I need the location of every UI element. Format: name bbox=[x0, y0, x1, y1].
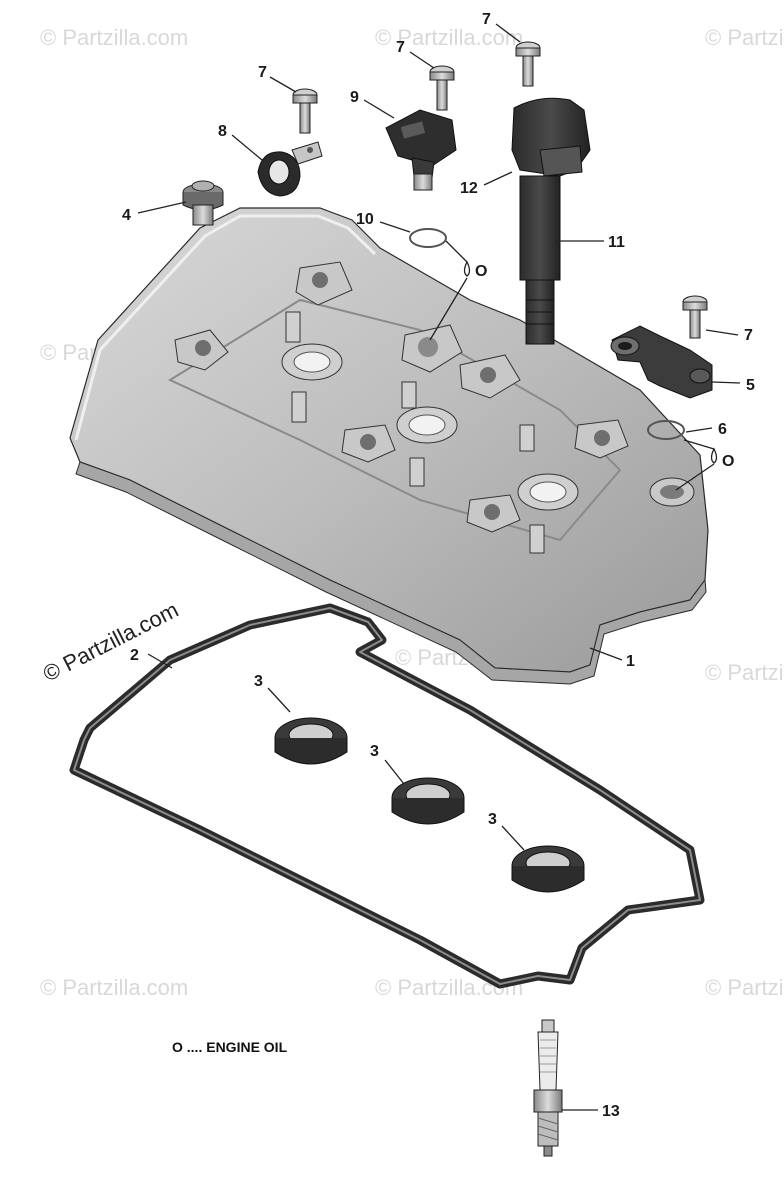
camshaft-position-sensor bbox=[385, 109, 457, 191]
ignition-coil bbox=[511, 97, 591, 345]
o-ring bbox=[409, 228, 447, 248]
watermark-text: © Partzilla.com bbox=[705, 25, 784, 50]
callout-2: 2 bbox=[130, 647, 139, 664]
callout-5: 5 bbox=[746, 377, 755, 394]
watermark-text: © Partzilla.com bbox=[375, 25, 523, 50]
callout-3: 3 bbox=[488, 811, 497, 828]
spark-plug-tube-seals bbox=[274, 717, 585, 893]
callout-3: 3 bbox=[370, 743, 379, 760]
callout-9: 9 bbox=[350, 89, 359, 106]
callout-7: 7 bbox=[396, 39, 405, 56]
screw bbox=[682, 295, 708, 339]
callout-6: 6 bbox=[718, 421, 727, 438]
tube-seal bbox=[511, 845, 585, 893]
callout-1: 1 bbox=[626, 653, 635, 670]
valve-cover bbox=[69, 207, 709, 685]
o-ring bbox=[647, 420, 685, 440]
callout-12: 12 bbox=[460, 180, 478, 197]
oil-drop-icon: O bbox=[710, 447, 734, 470]
screw bbox=[515, 41, 541, 87]
leader-lines bbox=[137, 23, 741, 1111]
outlet-fitting bbox=[610, 325, 713, 399]
watermark-text: © Partzilla.com bbox=[40, 25, 188, 50]
callout-13: 13 bbox=[602, 1103, 620, 1120]
screw bbox=[292, 88, 318, 134]
watermark-text: © Partzilla.com bbox=[705, 975, 784, 1000]
callout-11: 11 bbox=[608, 234, 625, 251]
tube-seal bbox=[391, 777, 465, 825]
oil-drop-icon: O bbox=[463, 260, 487, 280]
cover-plug bbox=[182, 180, 224, 226]
callout-8: 8 bbox=[218, 123, 227, 140]
oil-symbol: O bbox=[475, 263, 487, 280]
cable-clamp bbox=[257, 141, 323, 197]
callout-7: 7 bbox=[258, 64, 267, 81]
spark-plug bbox=[533, 1019, 563, 1157]
callout-7: 7 bbox=[482, 11, 491, 28]
tube-seal bbox=[274, 717, 348, 765]
watermark-text: © Partzilla.com bbox=[705, 660, 784, 685]
callout-10: 10 bbox=[356, 211, 374, 228]
watermark-text: © Partzilla.com bbox=[40, 975, 188, 1000]
screw bbox=[429, 65, 455, 111]
valve-cover-gasket bbox=[69, 603, 705, 989]
callout-7: 7 bbox=[744, 327, 753, 344]
legend-engine-oil: O .... ENGINE OIL bbox=[172, 1039, 288, 1055]
callouts: 1 2 3 3 3 4 5 6 7 7 7 7 8 9 10 11 12 13 bbox=[122, 11, 755, 1120]
oil-symbol: O bbox=[722, 453, 734, 470]
callout-4: 4 bbox=[122, 207, 131, 224]
callout-3: 3 bbox=[254, 673, 263, 690]
